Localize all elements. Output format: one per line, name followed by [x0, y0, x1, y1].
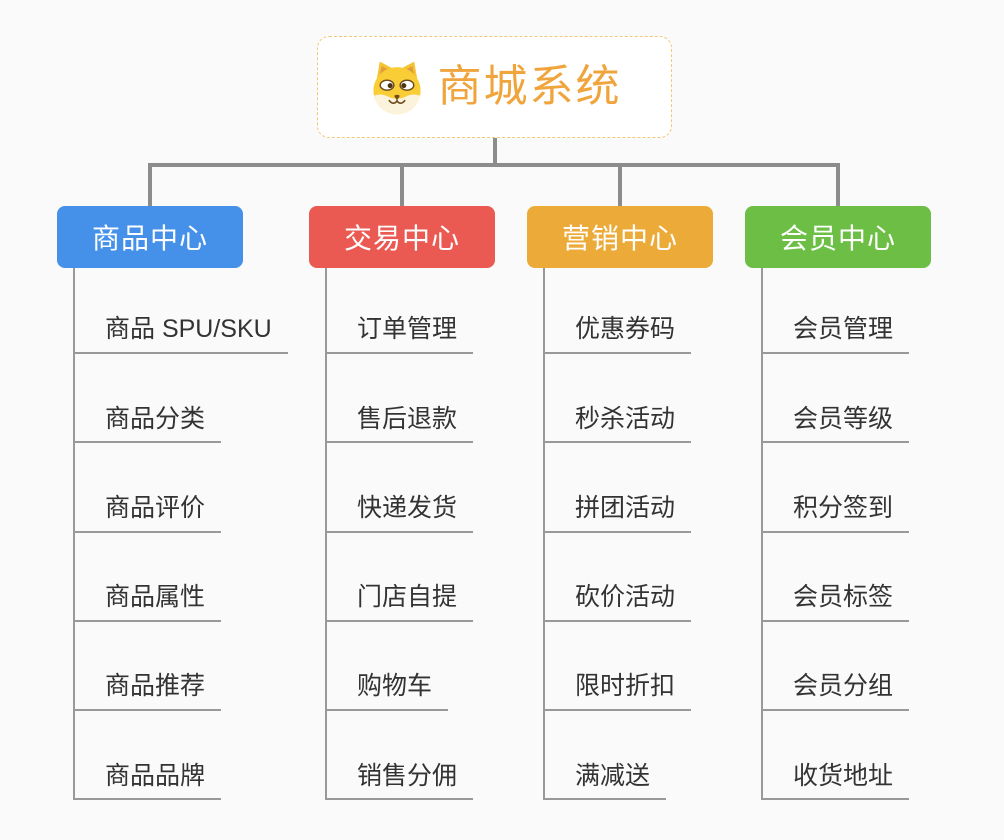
leaf-label: 会员等级 — [793, 404, 894, 433]
leaf-label: 商品 SPU/SKU — [105, 315, 272, 344]
leaf-label: 购物车 — [357, 672, 433, 701]
branch-node-product-center[interactable]: 商品中心 — [57, 206, 243, 268]
leaf-label: 会员标签 — [793, 583, 894, 612]
connector-drop-marketing — [618, 163, 622, 207]
leaf-label: 优惠券码 — [575, 315, 676, 344]
leaf-node[interactable]: 收货地址 — [761, 711, 910, 801]
leaf-label: 满减送 — [575, 761, 651, 790]
connector-horizontal — [148, 163, 840, 167]
leaf-label: 拼团活动 — [575, 493, 676, 522]
root-node[interactable]: 商城系统 — [317, 36, 672, 138]
leaf-label: 门店自提 — [357, 583, 458, 612]
leaf-label: 砍价活动 — [575, 583, 676, 612]
leaf-label: 商品分类 — [105, 404, 206, 433]
leaf-label: 快递发货 — [357, 493, 458, 522]
leaf-label: 订单管理 — [357, 315, 458, 344]
leaf-node[interactable]: 积分签到 — [761, 443, 910, 533]
doge-icon — [368, 58, 426, 116]
leaf-label: 收货地址 — [793, 761, 894, 790]
leaf-node[interactable]: 会员分组 — [761, 622, 910, 712]
leaf-label: 商品评价 — [105, 493, 206, 522]
branch-children-marketing: 优惠券码 秒杀活动 拼团活动 砍价活动 限时折扣 满减送 — [543, 268, 692, 801]
leaf-label: 商品属性 — [105, 583, 206, 612]
leaf-label: 限时折扣 — [575, 672, 676, 701]
leaf-node[interactable]: 商品 SPU/SKU — [73, 268, 288, 354]
branch-children-trade: 订单管理 售后退款 快递发货 门店自提 购物车 销售分佣 — [325, 268, 474, 801]
leaf-node[interactable]: 会员标签 — [761, 533, 910, 622]
leaf-node[interactable]: 购物车 — [325, 622, 449, 712]
leaf-label: 商品推荐 — [105, 672, 206, 701]
leaf-node[interactable]: 销售分佣 — [325, 711, 474, 801]
leaf-node[interactable]: 快递发货 — [325, 443, 474, 533]
leaf-node[interactable]: 秒杀活动 — [543, 354, 692, 444]
leaf-node[interactable]: 拼团活动 — [543, 443, 692, 533]
branch-node-trade-center[interactable]: 交易中心 — [309, 206, 495, 268]
leaf-node[interactable]: 商品分类 — [73, 354, 222, 444]
branch-children-member: 会员管理 会员等级 积分签到 会员标签 会员分组 收货地址 — [761, 268, 910, 801]
leaf-node[interactable]: 限时折扣 — [543, 622, 692, 712]
leaf-node[interactable]: 商品推荐 — [73, 622, 222, 712]
leaf-node[interactable]: 商品属性 — [73, 533, 222, 622]
branch-node-marketing-center[interactable]: 营销中心 — [527, 206, 713, 268]
leaf-node[interactable]: 砍价活动 — [543, 533, 692, 622]
leaf-node[interactable]: 商品评价 — [73, 443, 222, 533]
leaf-label: 积分签到 — [793, 493, 894, 522]
connector-root-drop — [493, 138, 497, 167]
leaf-node[interactable]: 会员等级 — [761, 354, 910, 444]
leaf-node[interactable]: 门店自提 — [325, 533, 474, 622]
connector-drop-member — [836, 163, 840, 207]
leaf-label: 商品品牌 — [105, 761, 206, 790]
leaf-label: 销售分佣 — [357, 761, 458, 790]
connector-drop-trade — [400, 163, 404, 207]
leaf-label: 售后退款 — [357, 404, 458, 433]
leaf-node[interactable]: 满减送 — [543, 711, 667, 801]
leaf-node[interactable]: 订单管理 — [325, 268, 474, 354]
leaf-node[interactable]: 优惠券码 — [543, 268, 692, 354]
branch-node-member-center[interactable]: 会员中心 — [745, 206, 931, 268]
root-title: 商城系统 — [437, 62, 622, 111]
leaf-label: 会员管理 — [793, 315, 894, 344]
leaf-label: 会员分组 — [793, 672, 894, 701]
leaf-node[interactable]: 会员管理 — [761, 268, 910, 354]
leaf-label: 秒杀活动 — [575, 404, 676, 433]
leaf-node[interactable]: 售后退款 — [325, 354, 474, 444]
branch-children-product: 商品 SPU/SKU 商品分类 商品评价 商品属性 商品推荐 商品品牌 — [73, 268, 288, 801]
leaf-node[interactable]: 商品品牌 — [73, 711, 222, 801]
connector-drop-product — [148, 163, 152, 207]
